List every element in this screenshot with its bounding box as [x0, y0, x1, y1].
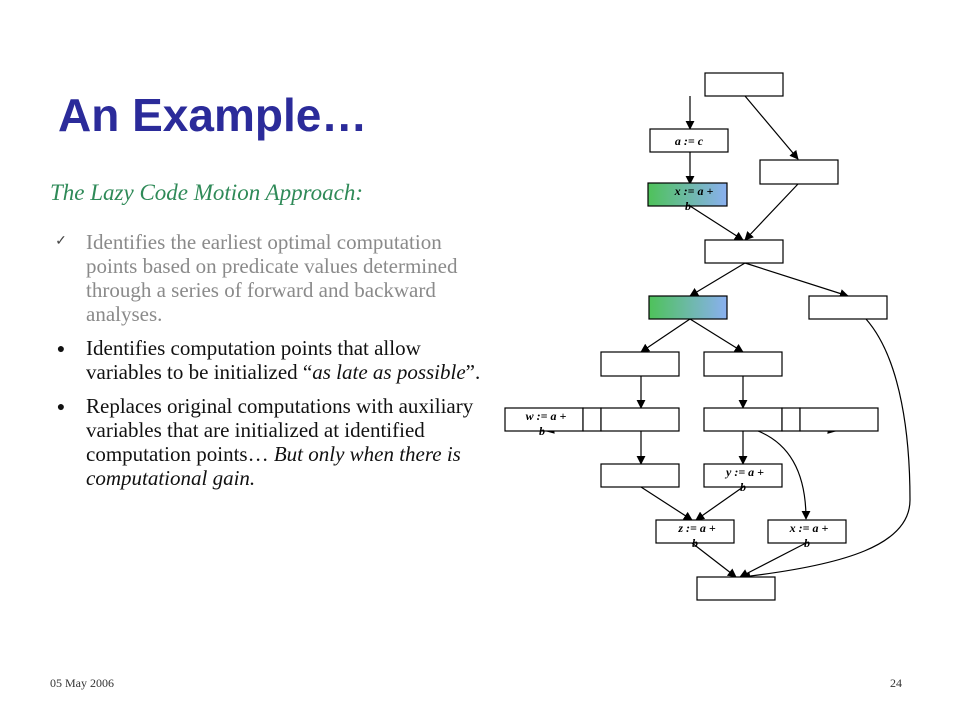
y-assign-label-line2: b	[740, 480, 746, 494]
mid-left-node	[600, 407, 680, 432]
split-cell-right	[781, 407, 801, 432]
bullet-3-text-italic: But only when there is computational gai…	[86, 442, 461, 490]
entry-node	[704, 72, 784, 97]
mid-right-node	[703, 407, 783, 432]
right-node	[808, 295, 888, 320]
edge-highlight-to-right	[689, 318, 744, 353]
bullet-2-text-after: ”.	[465, 360, 481, 384]
bullet-1-text: Identifies the earliest optimal computat…	[86, 230, 458, 326]
slide-subtitle: The Lazy Code Motion Approach:	[50, 180, 364, 205]
w-assign-label-line1: w := a +	[526, 409, 567, 423]
edge-join-to-highlight	[689, 262, 746, 297]
y-assign-label-line1: y := a +	[724, 465, 764, 479]
footer-date: 05 May 2006	[50, 676, 114, 690]
exit-node	[696, 576, 776, 601]
z-assign-label-line2: b	[692, 536, 698, 550]
x-assign-top-label-line2: b	[685, 199, 691, 213]
x-assign-bottom-label-line1: x := a +	[789, 521, 829, 535]
z-assign-label-line1: z := a +	[677, 521, 716, 535]
graph-edges	[545, 95, 911, 581]
join-node	[704, 239, 784, 264]
slide-title: An Example…	[58, 89, 368, 141]
bullet-list: ✓ Identifies the earliest optimal comput…	[50, 230, 490, 500]
page-number: 24	[890, 676, 902, 690]
x-assign-bottom-label-line2: b	[804, 536, 810, 550]
edge-join-to-right	[744, 262, 849, 298]
graph-nodes	[504, 72, 888, 601]
edge-curve-to-x-bottom	[757, 430, 811, 520]
x-assign-top-label-line1: x := a +	[674, 184, 714, 198]
bullet-3-text-before: Replaces original computations with auxi…	[86, 394, 474, 466]
bullet-item-3: ● Replaces original computations with au…	[50, 394, 490, 490]
w-assign-label-line2: b	[539, 424, 545, 438]
edge-highlight-to-left	[640, 318, 691, 353]
bullet-item-1: ✓ Identifies the earliest optimal comput…	[50, 230, 490, 326]
far-right-node	[799, 407, 879, 432]
x-assign-node-highlighted	[647, 182, 728, 207]
bullet-dot-icon: ●	[56, 400, 66, 415]
z-assign-node	[655, 519, 735, 544]
right-middle-node	[703, 351, 783, 377]
a-assign-node	[649, 128, 729, 153]
bullet-item-2: ● Identifies computation points that all…	[50, 336, 490, 384]
x-assign-bottom-node	[767, 519, 847, 544]
node-labels: a := c x := a + b w := a + b y := a + b …	[526, 134, 829, 550]
y-assign-node	[703, 463, 783, 488]
left-node	[600, 351, 680, 377]
edge-lower-to-z	[640, 486, 693, 521]
edge-x-bottom-to-exit	[739, 542, 807, 578]
edge-entry-to-right	[744, 95, 799, 160]
bullet-dot-icon: ●	[56, 342, 66, 357]
check-icon: ✓	[55, 234, 67, 249]
split-cell-left	[582, 407, 602, 432]
a-assign-label: a := c	[675, 134, 704, 148]
edge-x-to-join	[689, 205, 744, 241]
highlighted-node	[648, 295, 728, 320]
right-branch-node	[759, 159, 839, 185]
bullet-2-text-before: Identifies computation points that allow…	[86, 336, 421, 384]
edge-right-to-join	[744, 183, 799, 241]
bullet-2-text-italic: as late as possible	[312, 360, 466, 384]
lower-left-node	[600, 463, 680, 488]
edge-long-back-to-exit	[741, 318, 911, 581]
edge-z-to-exit	[691, 542, 737, 578]
edge-y-to-z	[695, 486, 744, 521]
